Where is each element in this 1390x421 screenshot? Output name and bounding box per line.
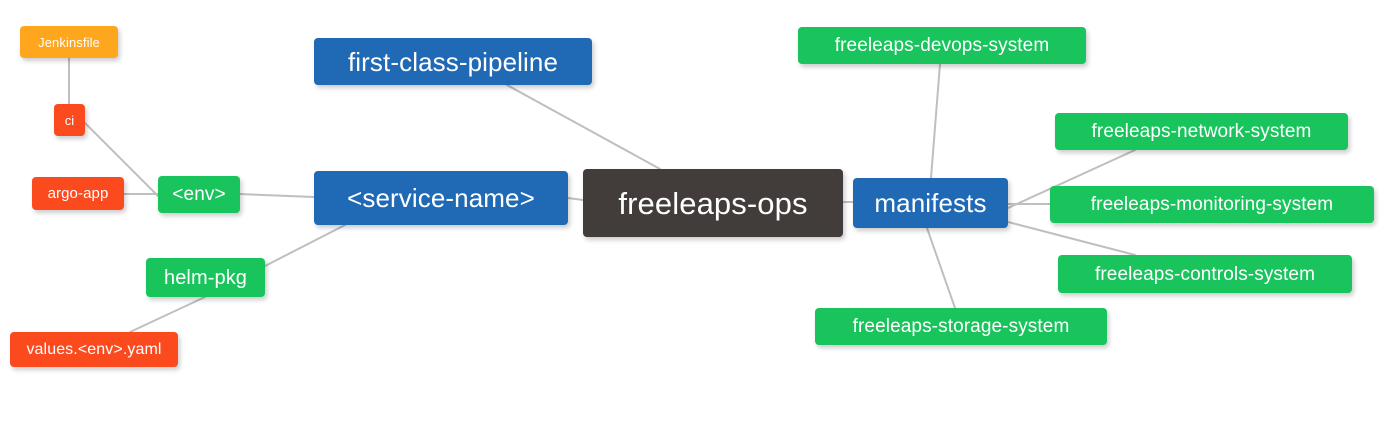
edge-manifests-to-freeleaps-devops-system bbox=[930, 63, 941, 179]
mindmap-node-freeleaps-monitoring-system[interactable]: freeleaps-monitoring-system bbox=[1050, 186, 1374, 223]
mindmap-node-ci[interactable]: ci bbox=[54, 104, 85, 136]
mindmap-node-label-first-class-pipeline: first-class-pipeline bbox=[347, 46, 559, 77]
edge-helm-pkg-to-service-name bbox=[264, 224, 346, 267]
edge-manifests-to-freeleaps-storage-system bbox=[926, 227, 956, 309]
mindmap-node-label-freeleaps-monitoring-system: freeleaps-monitoring-system bbox=[1090, 194, 1334, 215]
edge-values-env-yaml-to-helm-pkg bbox=[129, 296, 206, 333]
edge-first-class-pipeline-to-freeleaps-ops bbox=[506, 84, 661, 170]
mindmap-node-manifests[interactable]: manifests bbox=[853, 178, 1008, 228]
mindmap-node-argo-app[interactable]: argo-app bbox=[32, 177, 124, 210]
mindmap-node-label-service-name: <service-name> bbox=[347, 183, 535, 213]
mindmap-node-label-manifests: manifests bbox=[874, 188, 987, 218]
mindmap-node-values-env-yaml[interactable]: values.<env>.yaml bbox=[10, 332, 178, 367]
mindmap-node-freeleaps-ops[interactable]: freeleaps-ops bbox=[583, 169, 843, 237]
mindmap-node-helm-pkg[interactable]: helm-pkg bbox=[146, 258, 265, 297]
edge-env-to-service-name bbox=[239, 193, 315, 198]
mindmap-node-label-argo-app: argo-app bbox=[47, 185, 109, 202]
mindmap-node-label-values-env-yaml: values.<env>.yaml bbox=[26, 340, 162, 358]
mindmap-node-label-helm-pkg: helm-pkg bbox=[163, 266, 248, 289]
mindmap-node-label-freeleaps-ops: freeleaps-ops bbox=[618, 185, 808, 221]
mindmap-node-freeleaps-storage-system[interactable]: freeleaps-storage-system bbox=[815, 308, 1107, 345]
mindmap-node-label-freeleaps-storage-system: freeleaps-storage-system bbox=[852, 316, 1070, 337]
edge-manifests-to-freeleaps-controls-system bbox=[1007, 221, 1136, 256]
mindmap-node-label-ci: ci bbox=[64, 112, 75, 128]
mindmap-node-freeleaps-controls-system[interactable]: freeleaps-controls-system bbox=[1058, 255, 1352, 293]
edge-service-name-to-freeleaps-ops bbox=[567, 197, 584, 201]
mindmap-node-label-freeleaps-devops-system: freeleaps-devops-system bbox=[834, 35, 1050, 56]
mindmap-node-freeleaps-network-system[interactable]: freeleaps-network-system bbox=[1055, 113, 1348, 150]
mindmap-node-jenkinsfile[interactable]: Jenkinsfile bbox=[20, 26, 118, 58]
mindmap-node-service-name[interactable]: <service-name> bbox=[314, 171, 568, 225]
mindmap-node-label-jenkinsfile: Jenkinsfile bbox=[38, 34, 100, 50]
mindmap-node-label-freeleaps-network-system: freeleaps-network-system bbox=[1091, 121, 1312, 142]
mindmap-node-label-env: <env> bbox=[172, 184, 226, 205]
mindmap-node-freeleaps-devops-system[interactable]: freeleaps-devops-system bbox=[798, 27, 1086, 64]
mindmap-node-env[interactable]: <env> bbox=[158, 176, 240, 213]
mindmap-node-label-freeleaps-controls-system: freeleaps-controls-system bbox=[1094, 263, 1316, 285]
mindmap-node-first-class-pipeline[interactable]: first-class-pipeline bbox=[314, 38, 592, 85]
